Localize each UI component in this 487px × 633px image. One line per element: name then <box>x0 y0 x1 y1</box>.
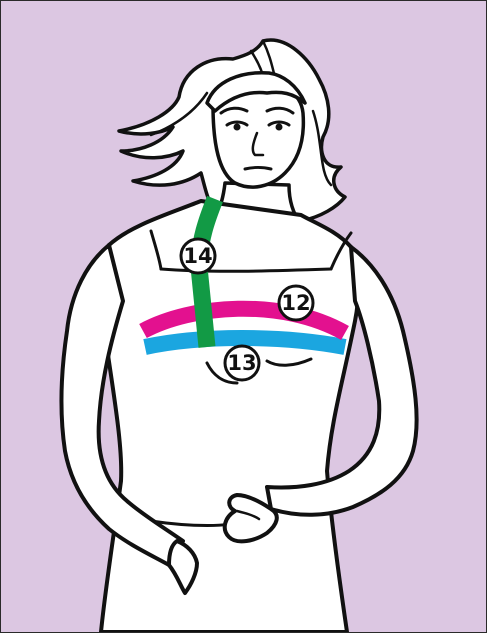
marker-number: 12 <box>281 291 310 315</box>
torso <box>101 201 359 632</box>
marker-number: 13 <box>227 351 256 375</box>
marker-13: 13 <box>225 346 259 380</box>
marker-12: 12 <box>279 286 313 320</box>
mouth <box>245 168 271 170</box>
left-pupil <box>234 124 241 131</box>
right-pupil <box>276 124 283 131</box>
marker-14: 14 <box>181 239 215 273</box>
marker-number: 14 <box>183 244 212 268</box>
